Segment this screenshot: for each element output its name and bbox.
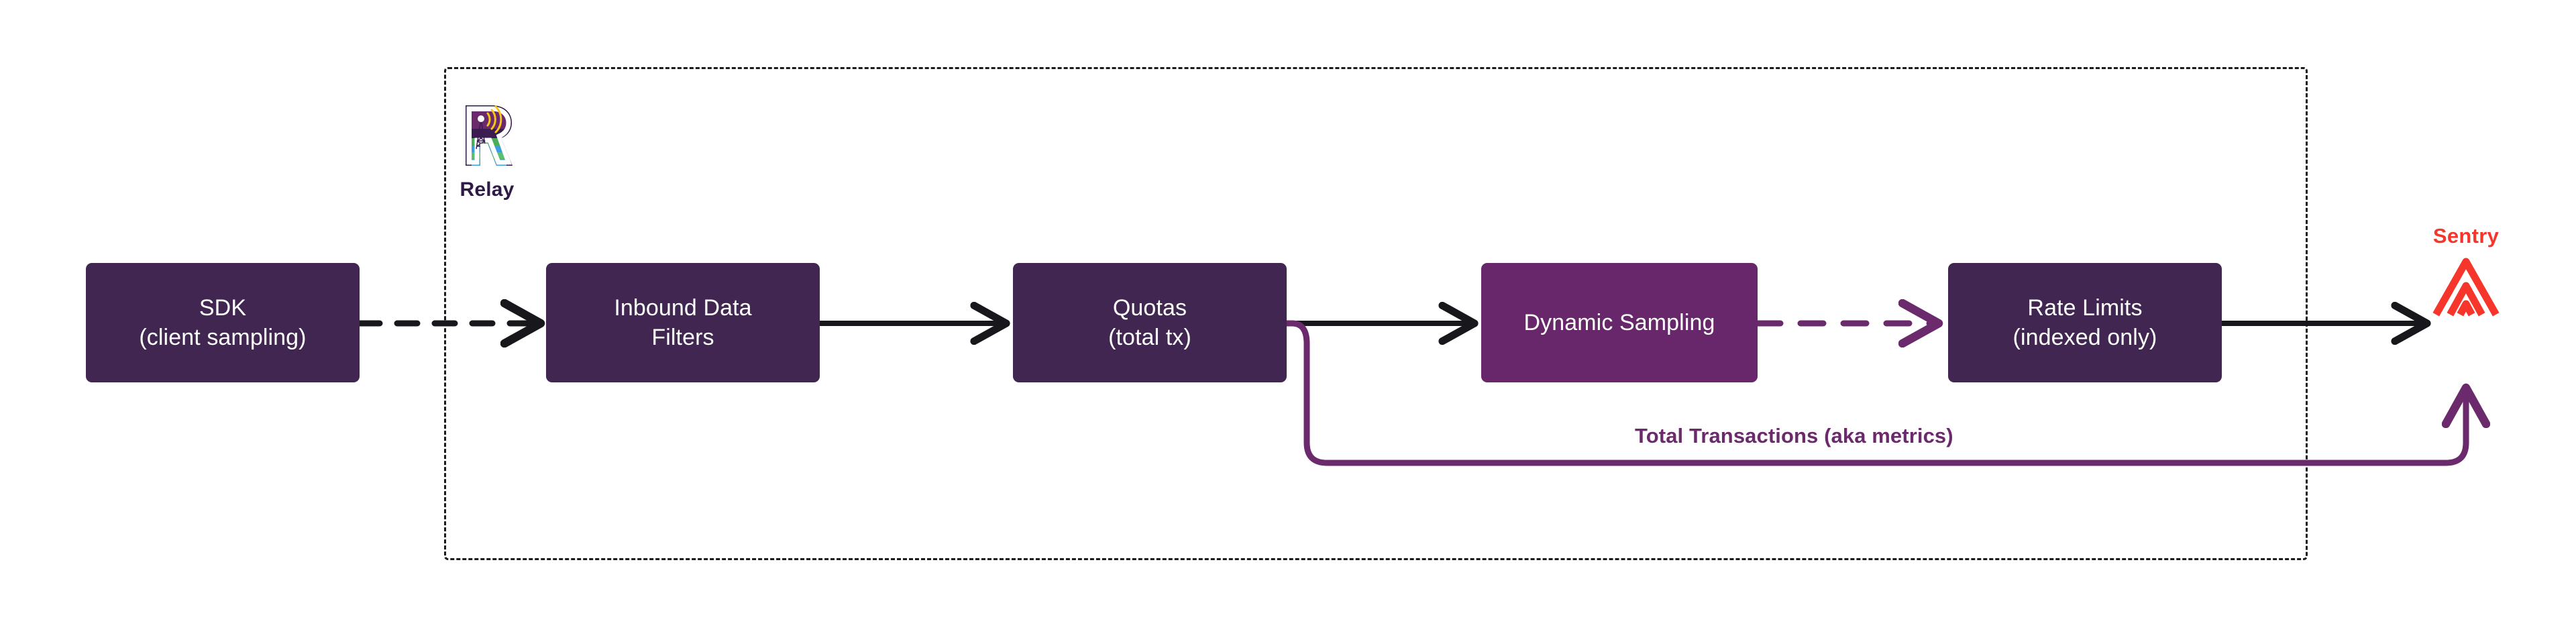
node-quotas[interactable]: Quotas (total tx) <box>1013 263 1287 382</box>
node-dynamic-sampling[interactable]: Dynamic Sampling <box>1481 263 1758 382</box>
relay-r-tower-logo <box>466 105 513 166</box>
relay-label: Relay <box>460 178 515 201</box>
node-inbound-filters[interactable]: Inbound Data Filters <box>546 263 820 382</box>
relay-boundary <box>444 67 2308 560</box>
node-inbound-filters-line1: Inbound Data <box>614 294 752 321</box>
relay-badge: Relay <box>458 99 516 201</box>
node-rate-limits-line2: (indexed only) <box>2012 325 2157 350</box>
node-sdk-line1: SDK <box>199 294 247 321</box>
node-inbound-filters-line2: Filters <box>651 325 714 350</box>
node-quotas-line2: (total tx) <box>1108 325 1191 350</box>
sentry-label: Sentry <box>2432 224 2500 248</box>
node-sdk[interactable]: SDK (client sampling) <box>86 263 360 382</box>
node-quotas-line1: Quotas <box>1112 294 1187 321</box>
node-rate-limits[interactable]: Rate Limits (indexed only) <box>1948 263 2222 382</box>
sentry-badge: Sentry <box>2431 224 2501 317</box>
node-sdk-line2: (client sampling) <box>139 325 307 350</box>
sentry-arrow-logo <box>2432 258 2500 317</box>
node-dynamic-sampling-line1: Dynamic Sampling <box>1523 309 1715 335</box>
total-transactions-edge-label: Total Transactions (aka metrics) <box>1635 424 1953 447</box>
node-rate-limits-line1: Rate Limits <box>2027 294 2143 321</box>
